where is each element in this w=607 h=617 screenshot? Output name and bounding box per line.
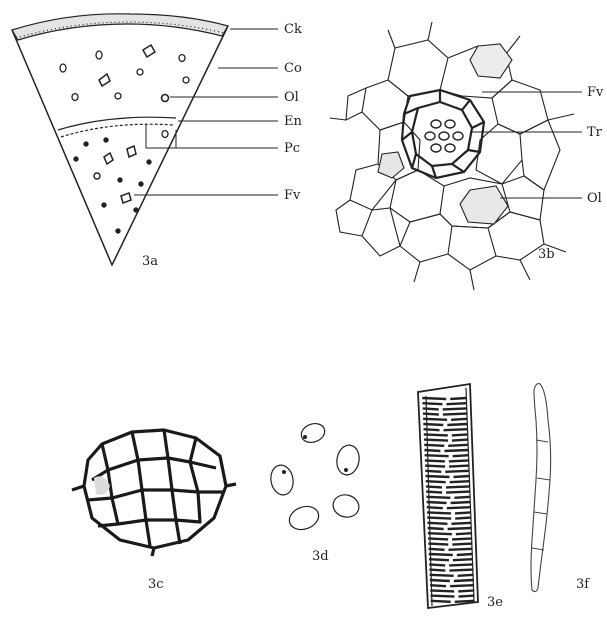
figure-3f-fibre (531, 384, 551, 592)
label-fv: Fv (587, 85, 604, 100)
caption-3e: 3e (487, 595, 503, 610)
figure-3d-starch-grains (269, 420, 362, 533)
endodermis-line (58, 117, 176, 130)
label-ol: Ol (284, 90, 299, 105)
caption-3b: 3b (538, 247, 555, 262)
wedge-outline (12, 26, 228, 265)
tracheids (425, 120, 463, 152)
cork-layer (12, 14, 228, 40)
figure-3e-vessel (418, 384, 478, 608)
label-co: Co (284, 61, 302, 76)
label-pc: Pc (284, 141, 300, 156)
label-ol: Ol (587, 191, 602, 206)
caption-3d: 3d (312, 549, 329, 564)
figure-3a-wedge (12, 14, 278, 265)
caption-3f: 3f (576, 577, 590, 592)
label-tr: Tr (587, 125, 603, 140)
label-en: En (284, 114, 302, 129)
oil-cell (378, 152, 404, 178)
caption-3c: 3c (148, 577, 164, 592)
label-ck: Ck (284, 22, 302, 37)
oil-cell (470, 44, 512, 78)
label-fv: Fv (284, 188, 301, 203)
caption-3a: 3a (142, 254, 158, 269)
